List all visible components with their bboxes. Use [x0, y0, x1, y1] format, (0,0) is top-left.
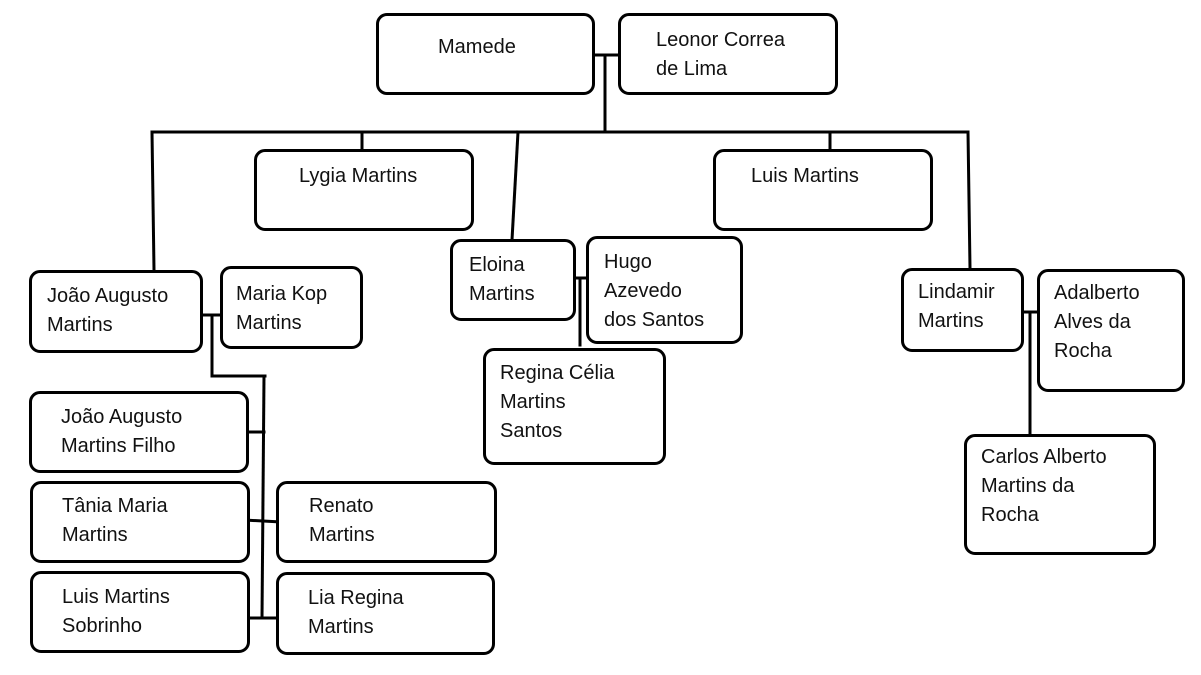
label-luis: Luis Martins: [751, 165, 859, 187]
label-renato: Renato Martins: [309, 495, 375, 546]
label-adalberto: Adalberto Alves da Rocha: [1054, 282, 1140, 362]
node-carlos: [964, 434, 1156, 555]
label-lindamir: Lindamir Martins: [918, 281, 995, 332]
node-mamede: [376, 13, 595, 95]
node-lia: [276, 572, 495, 655]
label-regina: Regina Célia Martins Santos: [500, 362, 615, 442]
drop-joao: [150, 130, 156, 272]
node-lindamir: [901, 268, 1024, 352]
label-eloina: Eloina Martins: [469, 254, 535, 305]
node-joao: [29, 270, 203, 353]
label-luis-sobrinho: Luis Martins Sobrinho: [62, 586, 170, 637]
label-maria-kop: Maria Kop Martins: [236, 283, 328, 334]
node-regina: [483, 348, 666, 465]
node-adalberto: [1037, 269, 1185, 392]
label-lygia: Lygia Martins: [299, 165, 418, 187]
drop-lindamir: [966, 130, 972, 270]
label-leonor: Leonor Correa de Lima: [656, 29, 785, 80]
node-hugo: [586, 236, 743, 344]
drop-eloina: [510, 130, 520, 242]
label-mamede: Mamede: [438, 36, 516, 58]
label-joao: João Augusto Martins: [47, 285, 169, 336]
node-renato: [276, 481, 497, 563]
node-leonor: [618, 13, 838, 95]
node-luis: [713, 149, 933, 231]
node-eloina: [450, 239, 576, 321]
label-joao-filho: João Augusto Martins Filho: [61, 406, 183, 457]
node-joao-filho: [29, 391, 249, 473]
node-lygia: [254, 149, 474, 231]
grandchildren-spine: [260, 374, 266, 620]
label-tania: Tânia Maria Martins: [62, 495, 168, 546]
label-carlos: Carlos Alberto Martins da Rocha: [981, 446, 1107, 526]
label-hugo: Hugo Azevedo dos Santos: [604, 251, 705, 331]
label-lia: Lia Regina Martins: [308, 587, 404, 638]
node-maria-kop: [220, 266, 363, 349]
tick-tania-renato: [242, 518, 284, 524]
node-luis-sobrinho: [30, 571, 250, 653]
node-tania: [30, 481, 250, 563]
